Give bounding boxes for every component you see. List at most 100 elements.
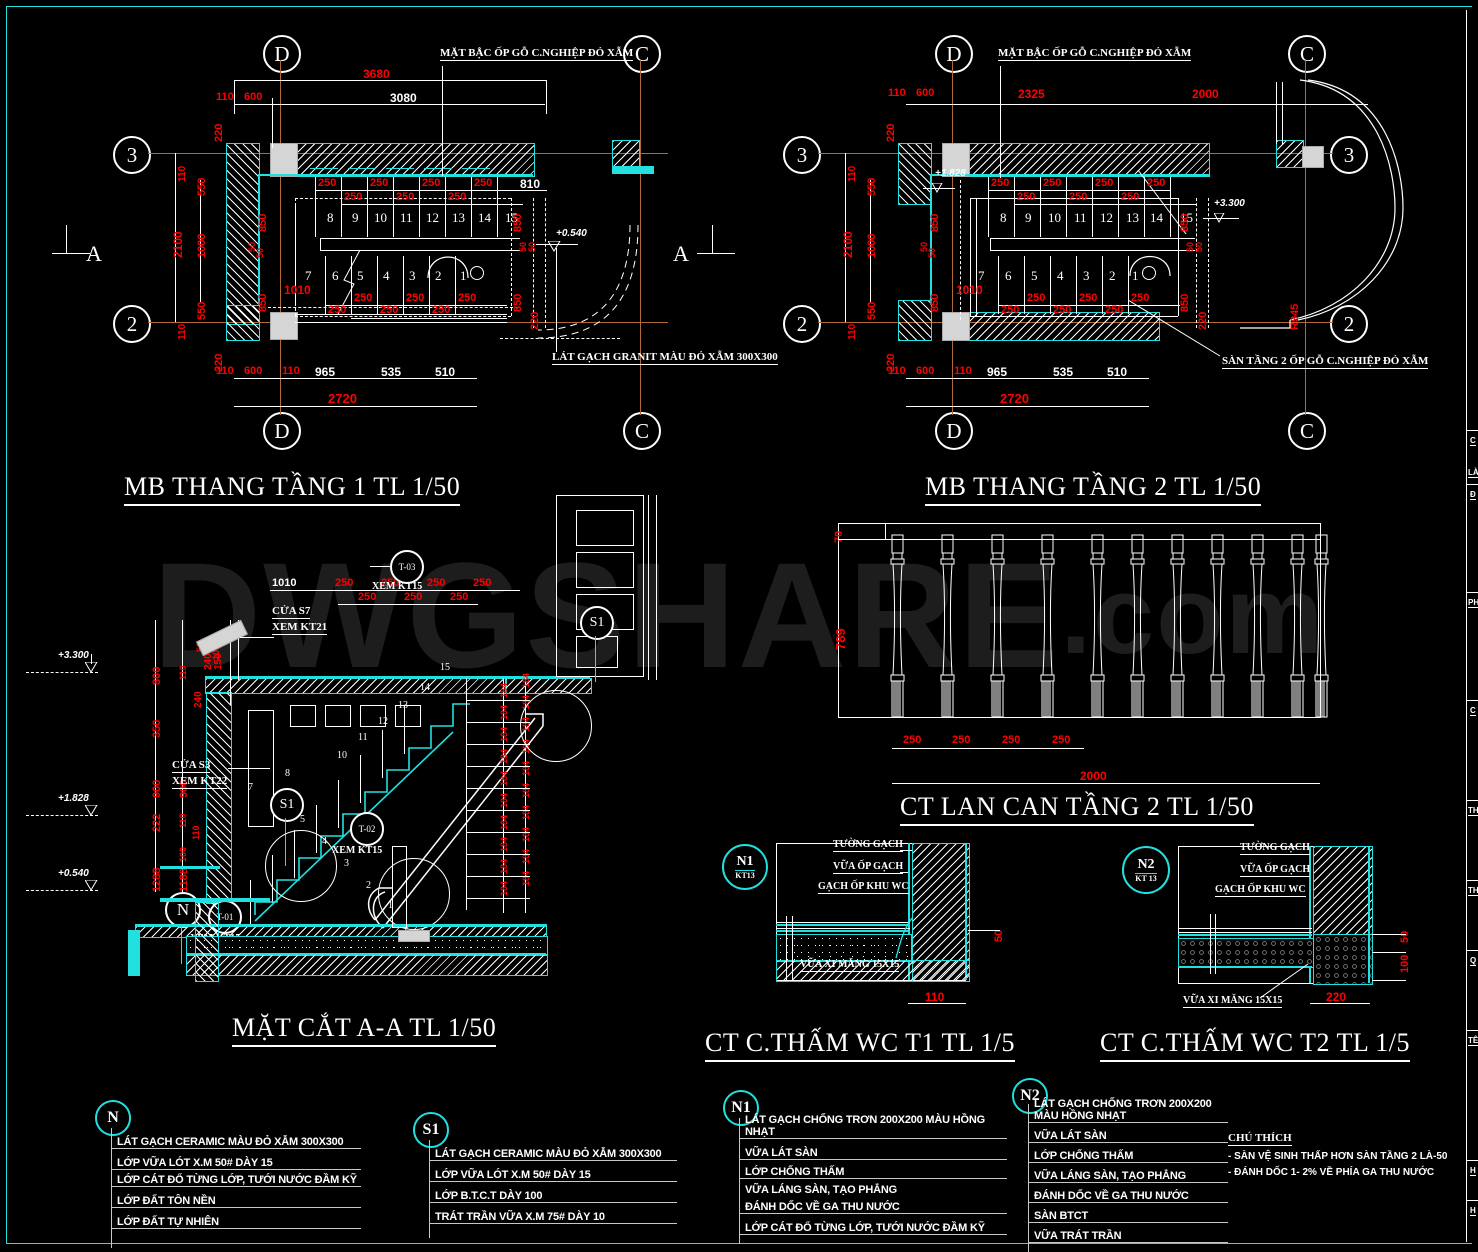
step-number-7: 7 xyxy=(305,268,312,283)
grid2-bubble-D-bottom: D xyxy=(935,412,973,450)
callout-T03-ref: XEM KT15 xyxy=(372,581,423,592)
level-line-0540 xyxy=(536,244,578,245)
title-block-divider-4 xyxy=(1466,700,1478,701)
railing-dimline-left xyxy=(838,523,839,718)
dimline2-tread-u2 xyxy=(1014,204,1196,205)
tread-line-l2 xyxy=(351,256,352,314)
material-bubble-S1: S1 xyxy=(270,788,304,822)
sec-step-8: 8 xyxy=(285,768,290,779)
wc-t2-vert-tick1 xyxy=(1210,914,1211,974)
wc-t2-label-wall: TƯỜNG GẠCH xyxy=(1240,842,1310,855)
note2-floor-material: SÀN TẦNG 2 ỐP GỖ C.NGHIỆP ĐỎ XẪM xyxy=(1222,355,1429,369)
dim2-tread-l5: 250 xyxy=(1053,304,1072,316)
sec-levelline-0540 xyxy=(26,890,98,891)
stair-dash-top xyxy=(295,198,511,199)
step2-number-6: 6 xyxy=(1005,268,1012,283)
sec-floor-ground-edge xyxy=(128,930,140,976)
nosing-u4 xyxy=(424,168,452,169)
wc-t2-tile-line xyxy=(1309,846,1311,983)
sec-leader-S3 xyxy=(228,768,270,769)
dim-b-110a: 110 xyxy=(216,365,234,377)
legend-n-row-0: LÁT GẠCH CERAMIC MÀU ĐỎ XẪM 300X300 xyxy=(111,1128,361,1149)
tread2-u3 xyxy=(1040,177,1041,237)
dim-110-left-top: 110 xyxy=(177,165,188,182)
sec-landing-slab2 xyxy=(160,866,220,869)
nosing-u1 xyxy=(310,168,338,169)
sec-wall-left-line2 xyxy=(238,620,239,680)
dim-tread-u7: 250 xyxy=(448,191,467,203)
title-block-divider-1 xyxy=(1466,430,1478,431)
dim2-tread-u5: 250 xyxy=(1017,191,1036,203)
dim-b-110b: 110 xyxy=(282,365,300,377)
dim-tread-u6: 250 xyxy=(396,191,415,203)
wc-t2-dimtick-c xyxy=(1372,980,1406,981)
nosing-u5 xyxy=(462,168,490,169)
tread2-l6 xyxy=(1128,256,1129,314)
sheet-border-top xyxy=(6,6,1472,7)
right-zone-dash xyxy=(533,198,534,328)
stair-dash-bottom xyxy=(295,316,511,317)
tread-line-u8 xyxy=(497,177,498,237)
title-block-label-3: PH xyxy=(1468,598,1478,608)
dimline2-tread-l xyxy=(998,305,1180,306)
dimline-top-small xyxy=(234,104,280,105)
tread-line-u6 xyxy=(445,177,446,237)
railing-dim-250-1: 250 xyxy=(903,734,922,746)
wc-t2-bubble: N2 KT 13 xyxy=(1122,846,1170,894)
sec-dimchain-b xyxy=(182,620,183,892)
sec-step-14: 14 xyxy=(420,682,430,693)
title-block-divider-2 xyxy=(1466,484,1478,485)
callout-T02-ref: XEM KT15 xyxy=(332,845,383,856)
grid2-bubble-C-bottom: C xyxy=(1288,412,1326,450)
dim-50-b: 50 xyxy=(255,247,265,258)
legend-n2-row-4: ĐÁNH DỐC VỀ GA THU NƯỚC xyxy=(1028,1183,1228,1203)
dim2-top-600: 600 xyxy=(916,87,935,99)
sec-dim-t2: 250 xyxy=(381,577,400,589)
dim2-2325: 2325 xyxy=(1018,87,1045,101)
step2-number-2: 2 xyxy=(1109,268,1116,283)
dim2-tread-l6: 250 xyxy=(1105,304,1124,316)
title-block-label-6: TH xyxy=(1468,886,1478,896)
dim2-tread-l2: 250 xyxy=(1079,292,1098,304)
stair2-outline-bottom xyxy=(970,316,1178,317)
wc-t2-label-cement: VỮA XI MĂNG 15X15 xyxy=(1183,995,1283,1008)
right2-zone-dash2 xyxy=(1208,198,1209,328)
wc-t1-cove xyxy=(895,917,913,959)
dim-b-965: 965 xyxy=(315,365,336,379)
sec-baluster-4 xyxy=(316,805,317,853)
dim2-top-110: 110 xyxy=(888,87,906,99)
dimline-tread-l2 xyxy=(351,318,507,319)
railing-dimline-total xyxy=(892,783,1320,784)
dim-R945: R945 xyxy=(1289,303,1301,330)
wc-t1-wall xyxy=(912,843,970,982)
section-mark-right-h xyxy=(697,253,735,254)
tread2-u6 xyxy=(1118,177,1119,237)
level2-mark-3300: +3.300 xyxy=(1214,198,1245,209)
dim2-850-b: 850 xyxy=(929,293,941,312)
step-number-12: 12 xyxy=(426,210,439,225)
wc-t2-dimtick-a xyxy=(1372,934,1406,935)
level-arrow-0540 xyxy=(548,241,561,252)
legend-n2-row-0: LÁT GẠCH CHỐNG TRƠN 200X200 MÀU HỒNG NHẠ… xyxy=(1028,1098,1228,1123)
dim-110-left-bot: 110 xyxy=(177,323,188,340)
wc-t2-frame-left xyxy=(1178,846,1179,983)
railing-dim-total: 2000 xyxy=(1080,769,1107,783)
sec-baluster-5 xyxy=(338,780,339,828)
stair2-outline-left2 xyxy=(976,198,977,316)
legend-s1-row-2: LỚP B.T.C.T DÀY 100 xyxy=(429,1182,677,1203)
legend-n2-rows: LÁT GẠCH CHỐNG TRƠN 200X200 MÀU HỒNG NHẠ… xyxy=(1028,1098,1228,1243)
railing-detail: 70 789 250 250 250 250 2000 xyxy=(810,495,1380,795)
note-stair-tread-material: MẶT BẬC ỐP GỖ C.NGHIỆP ĐỎ XẪM xyxy=(440,47,634,61)
notes-block-line-0: - SÀN VỆ SINH THẤP HƠN SÀN TẦNG 2 LÀ-50 xyxy=(1228,1151,1448,1162)
dim-tread-l6: 250 xyxy=(432,304,451,316)
wc-t2-frame-bottom xyxy=(1178,983,1370,984)
wc-t2-dimtick-b xyxy=(1372,952,1406,953)
dim-b-total: 2720 xyxy=(328,391,357,406)
legend-n1-row-3: VỮA LÁNG SÀN, TẠO PHẲNG xyxy=(745,1184,898,1196)
dim-tread-u4: 250 xyxy=(474,177,493,189)
sec-riser-tick-4 xyxy=(466,766,530,767)
sec-riser-tick-10 xyxy=(466,898,530,899)
stair2-diagonal xyxy=(1137,169,1187,235)
grid-bubble-D-top: D xyxy=(263,35,301,73)
